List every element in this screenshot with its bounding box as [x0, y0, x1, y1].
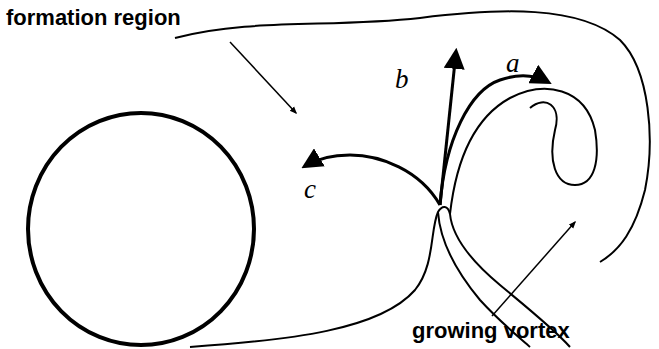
vortex-spiral — [450, 89, 597, 214]
leader-line — [230, 42, 296, 113]
arrow-letter: c — [304, 176, 316, 203]
region-label: formation region — [6, 7, 181, 29]
arrow-letter: a — [506, 50, 520, 77]
region-label: growing vortex — [412, 320, 570, 342]
arrow-letter: b — [395, 66, 409, 93]
leader-line — [492, 222, 575, 316]
arrow-c — [305, 155, 440, 205]
arrow-b — [440, 52, 456, 205]
arrow-a — [440, 76, 548, 205]
shear-layer-lower — [190, 207, 450, 347]
cylinder — [28, 113, 254, 345]
shear-layer-upper — [175, 11, 650, 262]
